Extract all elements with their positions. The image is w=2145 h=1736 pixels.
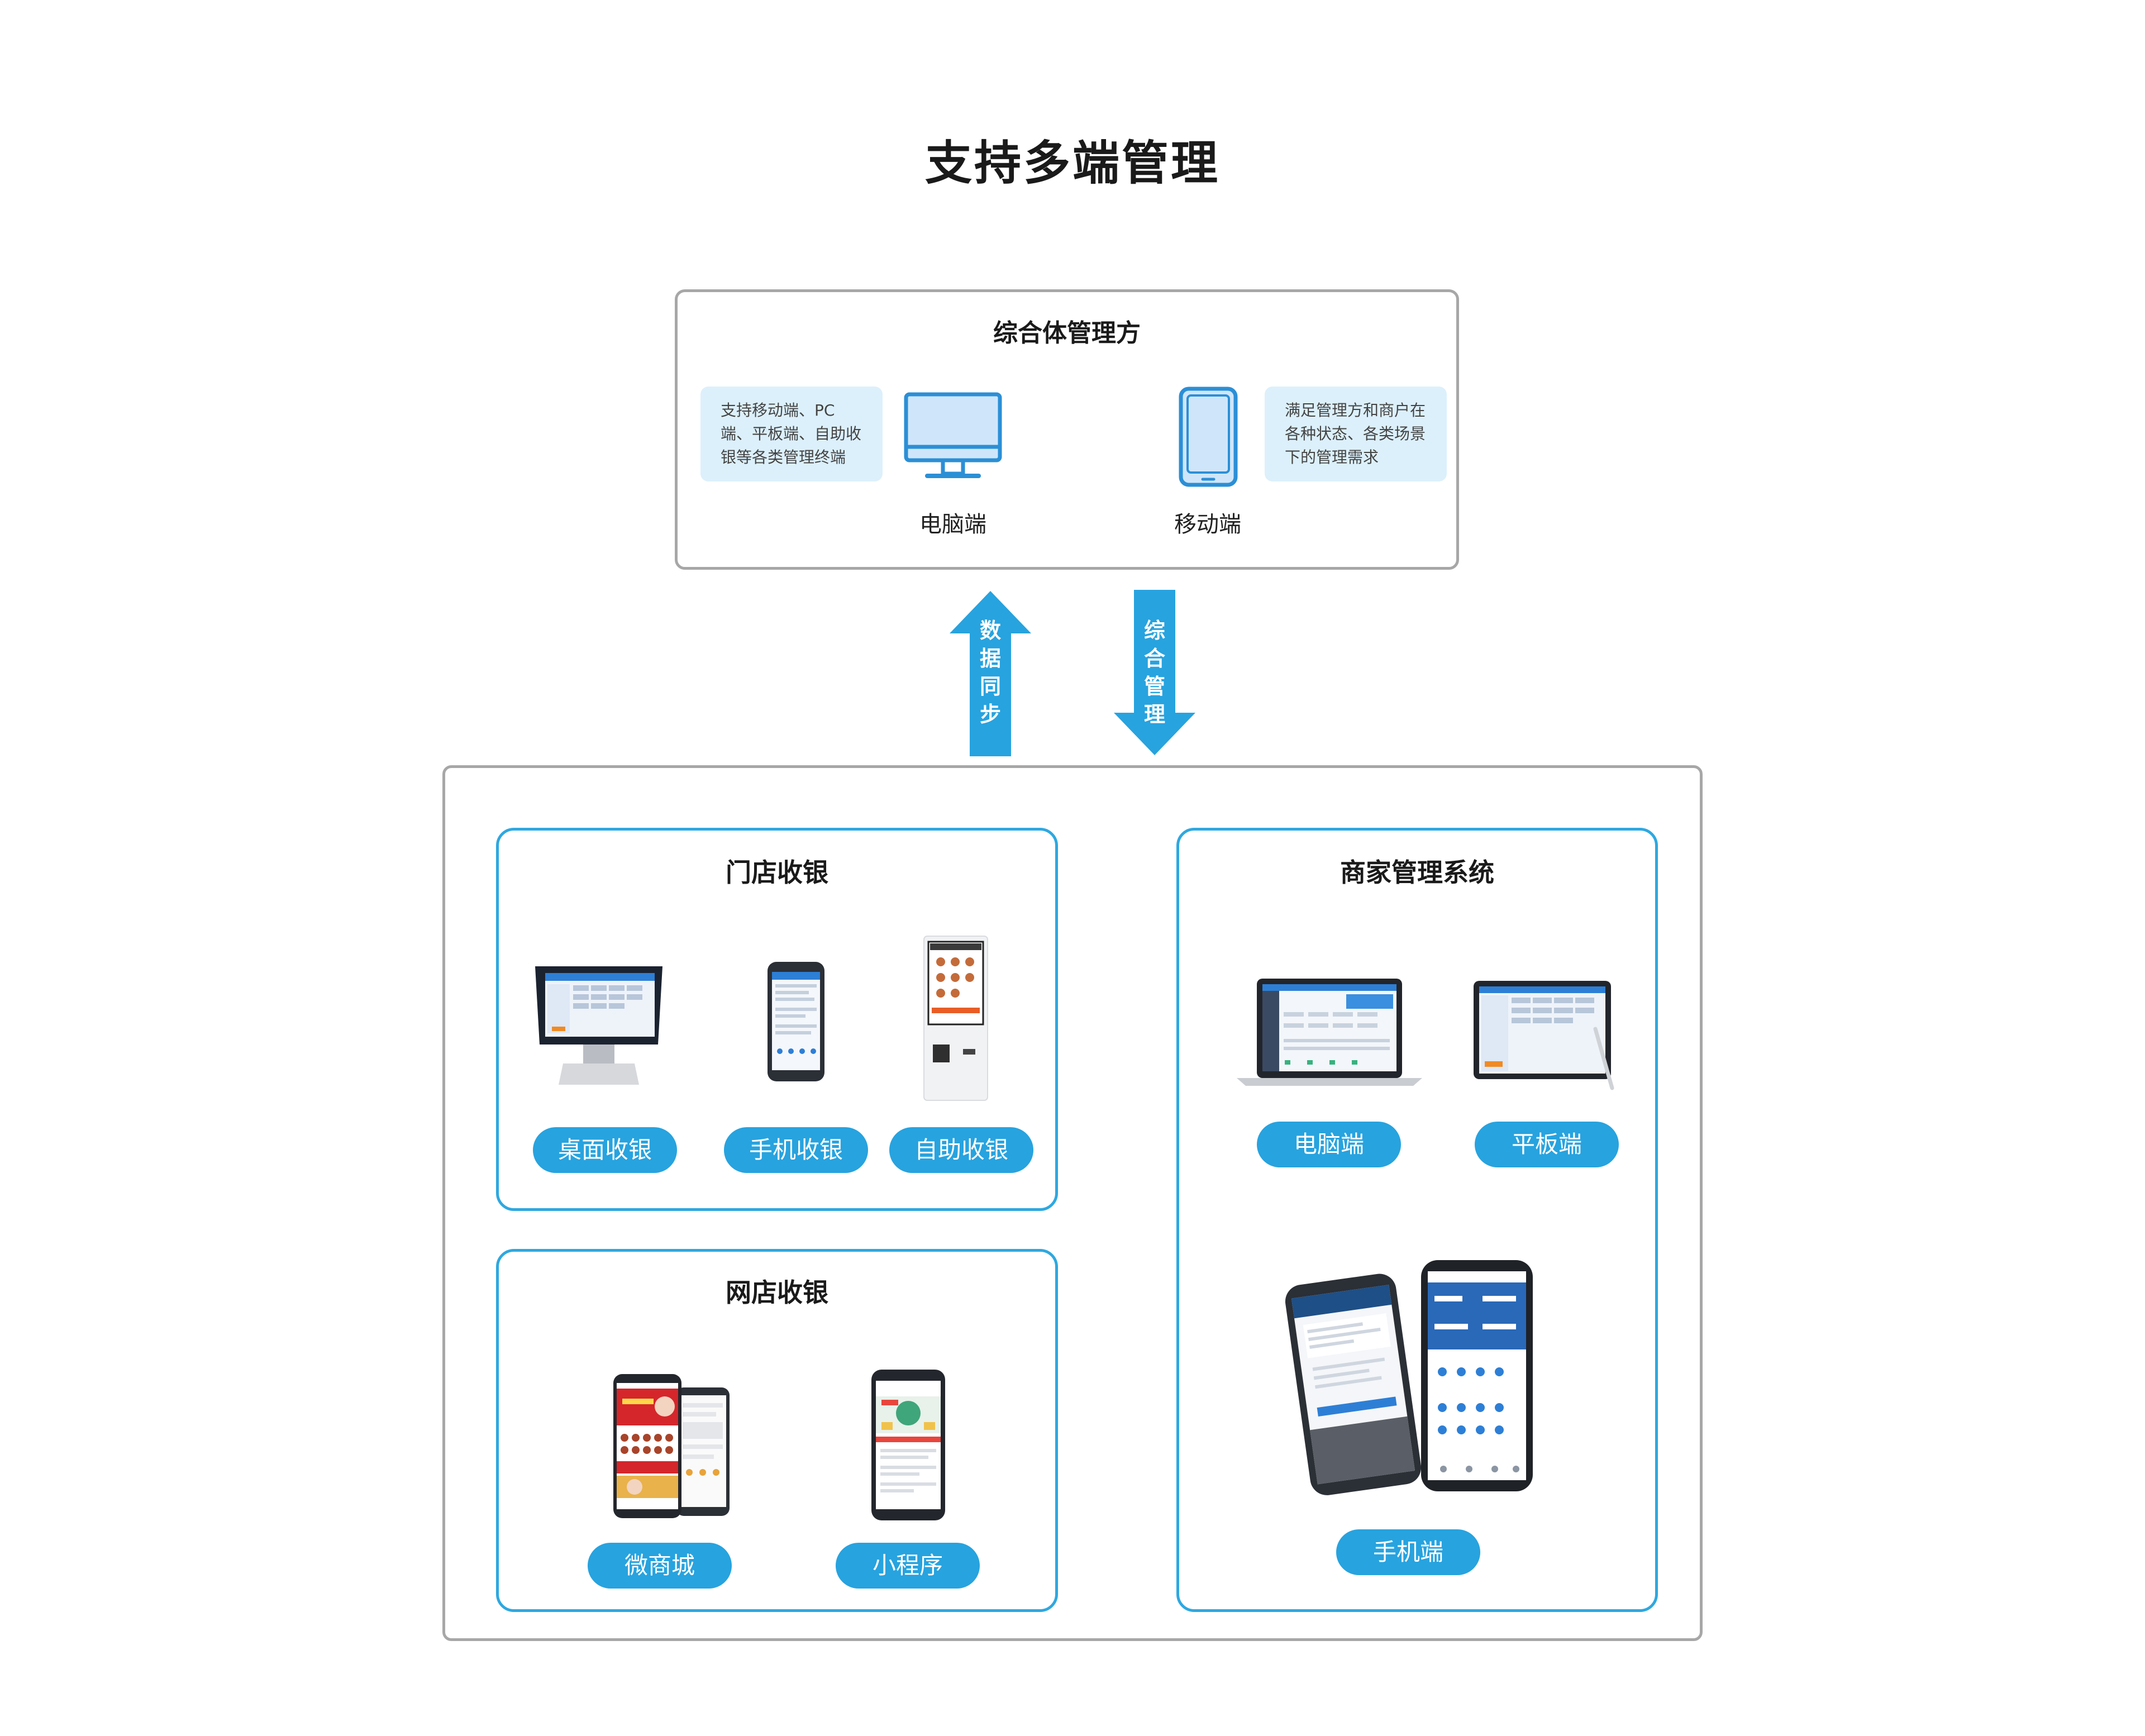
- merchant-mobile-button[interactable]: 手机端: [1336, 1529, 1480, 1575]
- merchant-tablet-button[interactable]: 平板端: [1475, 1122, 1619, 1167]
- down-arrow-text: 综合管理: [1143, 618, 1165, 727]
- phone-cashier-button[interactable]: 手机收银: [724, 1127, 868, 1173]
- desktop-cashier-button[interactable]: 桌面收银: [533, 1127, 677, 1173]
- micro-mall-button[interactable]: 微商城: [588, 1543, 732, 1589]
- pc-label: 电脑端: [919, 512, 986, 537]
- page-title: 支持多端管理: [924, 136, 1220, 190]
- store-cashier-panel: [496, 828, 1058, 1211]
- up-arrow-text: 数据同步: [979, 618, 1001, 727]
- kiosk-image: [923, 936, 988, 1101]
- desktop-pos-image: [535, 966, 662, 1085]
- store-cashier-heading: 门店收银: [726, 857, 828, 888]
- management-heading: 综合体管理方: [993, 319, 1141, 347]
- systems-box: [442, 765, 1703, 1641]
- right-note: 满足管理方和商户在各种状态、各类场景下的管理需求: [1265, 387, 1447, 481]
- management-box: [675, 289, 1459, 570]
- online-cashier-panel: [496, 1249, 1058, 1612]
- mobile-phone-icon: [1179, 387, 1238, 487]
- down-arrow: [1114, 590, 1195, 755]
- online-cashier-heading: 网店收银: [726, 1277, 828, 1308]
- mini-program-image: [871, 1370, 945, 1520]
- mobile-label: 移动端: [1174, 512, 1241, 537]
- laptop-image: [1237, 979, 1422, 1086]
- micro-mall-image: [613, 1374, 730, 1518]
- merchant-system-heading: 商家管理系统: [1340, 857, 1494, 888]
- up-arrow: [950, 591, 1031, 756]
- left-note: 支持移动端、PC端、平板端、自助收银等各类管理终端: [700, 387, 883, 481]
- merchant-pc-button[interactable]: 电脑端: [1257, 1122, 1401, 1167]
- phone-pos-image: [768, 962, 824, 1081]
- tablet-image: [1474, 981, 1614, 1090]
- monitor-icon: [904, 392, 1002, 478]
- merchant-system-panel: [1176, 828, 1658, 1612]
- mini-program-button[interactable]: 小程序: [836, 1543, 980, 1589]
- merchant-phones-image: [1285, 1260, 1533, 1495]
- self-service-cashier-button[interactable]: 自助收银: [889, 1127, 1033, 1173]
